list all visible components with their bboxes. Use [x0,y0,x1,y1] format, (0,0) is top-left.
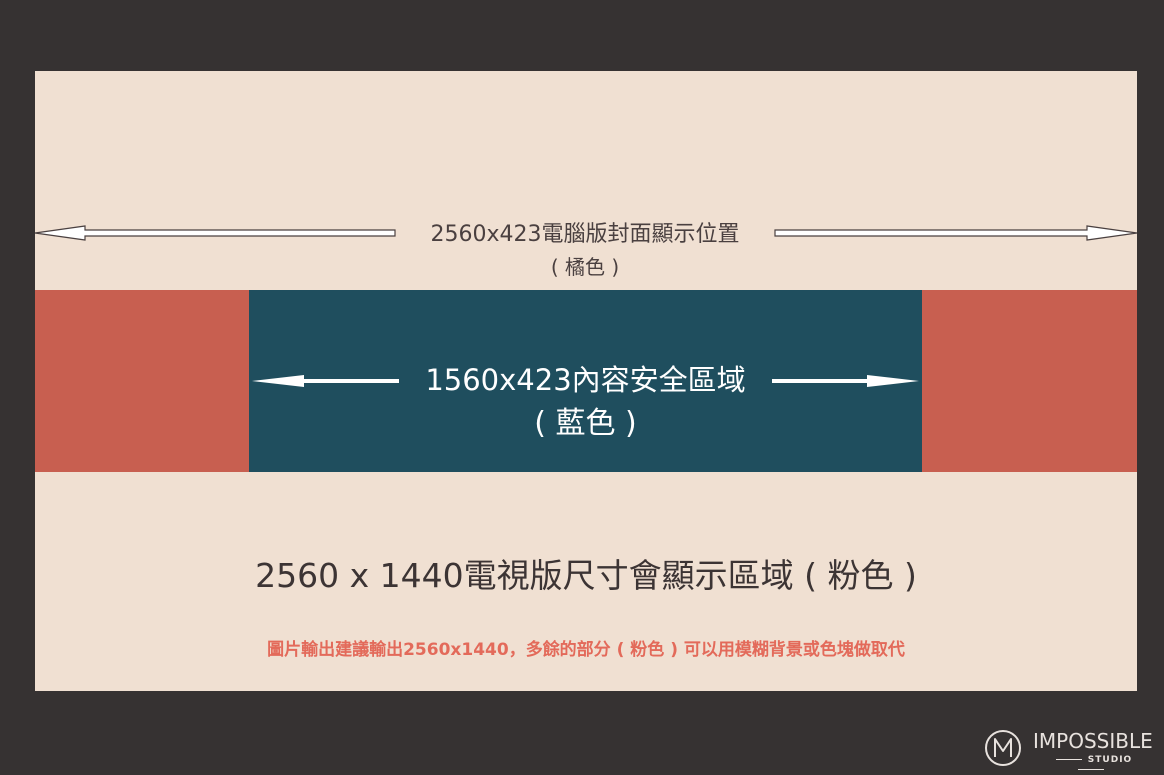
desktop-area-label: 2560x423電腦版封面顯示位置 ( 橘色 ) [410,221,760,281]
desktop-cover-band: 1560x423內容安全區域 ( 藍色 ) [35,290,1137,472]
content-safe-zone: 1560x423內容安全區域 ( 藍色 ) [249,290,922,472]
safe-zone-title: 1560x423內容安全區域 [419,362,752,398]
logo-sub-text-row: STUDIO [1036,755,1146,775]
safe-zone-label: 1560x423內容安全區域 ( 藍色 ) [249,362,922,444]
logo-sub-text: STUDIO [1087,755,1133,765]
safe-width-arrow [252,375,919,387]
logo-brand-text: IMPOSSIBLE [1033,729,1153,753]
export-note: 圖片輸出建議輸出2560x1440，多餘的部分 ( 粉色 ) 可以用模糊背景或色… [267,640,905,660]
desktop-area-color-note: ( 橘色 ) [550,255,620,279]
safe-arrow-left [252,375,399,387]
arrow-left-head [35,225,396,241]
desktop-area-title: 2560x423電腦版封面顯示位置 [430,222,740,247]
tv-display-area: 2560x423電腦版封面顯示位置 ( 橘色 ) 1560x423內容安全區域 … [35,71,1137,691]
tv-area-label: 2560 x 1440電視版尺寸會顯示區域 ( 粉色 ) [255,556,917,595]
arrow-right-head [774,225,1137,241]
safe-zone-color-note: ( 藍色 ) [534,406,637,441]
desktop-width-arrow [35,225,1137,241]
impossible-studio-logo: IMPOSSIBLE STUDIO [984,727,1153,770]
m-circle-logo-icon [985,730,1021,766]
safe-arrow-right [772,375,919,387]
